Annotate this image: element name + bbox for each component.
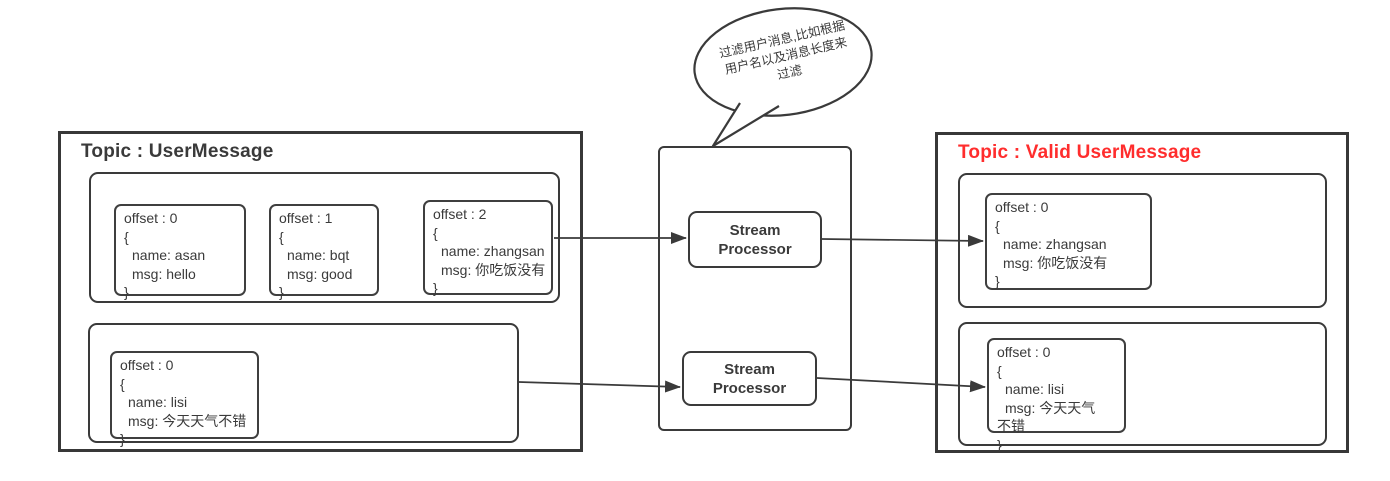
message-box-valid-zhangsan: offset : 0 { name: zhangsan msg: 你吃饭没有 } bbox=[985, 193, 1152, 290]
offset-label: offset : 0 bbox=[120, 357, 174, 373]
stream-processor-2: Stream Processor bbox=[682, 351, 817, 406]
offset-label: offset : 2 bbox=[433, 206, 487, 222]
brace-close: } bbox=[279, 284, 284, 300]
name-line: name: zhangsan bbox=[1003, 236, 1107, 252]
msg-line: msg: 今天天气 bbox=[1005, 399, 1096, 416]
message-box-offset2: offset : 2 { name: zhangsan msg: 你吃饭没有 } bbox=[423, 200, 553, 296]
brace-close: } bbox=[997, 436, 1002, 453]
message-box-lisi: offset : 0 { name: lisi msg: 今天天气不错 } bbox=[110, 351, 259, 447]
brace-open: { bbox=[433, 224, 438, 241]
offset-label: offset : 0 bbox=[124, 210, 178, 226]
left-topic-title: Topic : UserMessage bbox=[81, 141, 274, 162]
offset-label: offset : 1 bbox=[279, 210, 333, 226]
name-line: name: zhangsan bbox=[441, 243, 545, 259]
name-line: name: bqt bbox=[287, 247, 350, 263]
speech-bubble-tail bbox=[711, 102, 780, 148]
speech-bubble-text: 过滤用户消息,比如根据 用户名以及消息长度来 过滤 bbox=[700, 13, 871, 100]
brace-close: } bbox=[995, 273, 1000, 289]
stream-processor-1: Stream Processor bbox=[688, 211, 822, 268]
right-topic-title: Topic : Valid UserMessage bbox=[958, 142, 1202, 163]
brace-open: { bbox=[995, 217, 1000, 234]
brace-close: } bbox=[120, 431, 125, 447]
brace-open: { bbox=[124, 228, 129, 245]
brace-open: { bbox=[997, 362, 1002, 379]
brace-open: { bbox=[120, 375, 125, 392]
message-box-offset1: offset : 1 { name: bqt msg: good } bbox=[269, 204, 379, 300]
message-box-offset0: offset : 0 { name: asan msg: hello } bbox=[114, 204, 246, 300]
stream-processor-1-label: Stream Processor bbox=[718, 221, 792, 258]
msg-line-wrap: 不错 bbox=[997, 418, 1025, 434]
msg-line: msg: good bbox=[287, 265, 353, 282]
message-box-valid-lisi: offset : 0 { name: lisi msg: 今天天气 不错 } bbox=[987, 338, 1126, 453]
msg-line: msg: 你吃饭没有 bbox=[1003, 254, 1108, 271]
stream-processor-2-label: Stream Processor bbox=[712, 360, 787, 397]
brace-open: { bbox=[279, 228, 284, 245]
msg-line: msg: 你吃饭没有 bbox=[441, 261, 546, 278]
msg-line: msg: 今天天气不错 bbox=[128, 412, 247, 429]
msg-line: msg: hello bbox=[132, 265, 196, 282]
name-line: name: asan bbox=[132, 247, 206, 263]
name-line: name: lisi bbox=[1005, 381, 1065, 397]
name-line: name: lisi bbox=[128, 394, 188, 410]
offset-label: offset : 0 bbox=[997, 344, 1051, 360]
brace-close: } bbox=[124, 284, 129, 300]
brace-close: } bbox=[433, 280, 438, 296]
offset-label: offset : 0 bbox=[995, 199, 1049, 215]
